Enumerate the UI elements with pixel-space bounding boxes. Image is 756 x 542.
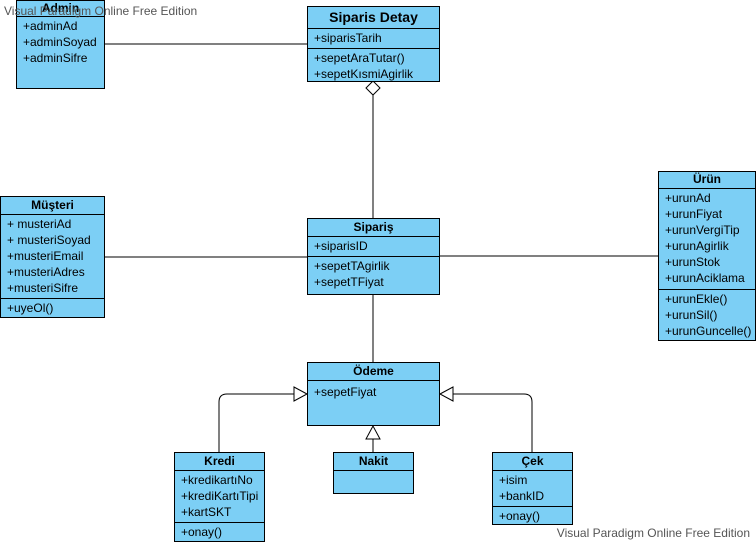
class-cek-methods: +onay() [493, 506, 572, 524]
class-urun-attributes: +urunAd +urunFiyat +urunVergiTip +urunAg… [659, 189, 755, 289]
inheritance-arrowhead-kredi [293, 386, 309, 402]
class-nakit[interactable]: Nakit [333, 452, 414, 494]
attribute: +siparisID [314, 239, 368, 253]
attribute: + musteriSoyad [7, 233, 91, 247]
attribute: +krediKartıTipi [181, 489, 259, 503]
class-cek[interactable]: Çek +isim +bankID +onay() [492, 452, 573, 525]
class-odeme-attributes: +sepetFiyat [308, 381, 439, 400]
class-admin-name: Admin [17, 1, 104, 17]
method: +sepetTAgirlik [314, 259, 390, 273]
attribute: +adminSifre [23, 51, 88, 65]
class-siparis-detay-attributes: +siparisTarih [308, 29, 439, 48]
class-musteri-name: Müşteri [1, 197, 104, 215]
attribute: +kartSKT [181, 505, 232, 519]
class-odeme-name: Ödeme [308, 363, 439, 381]
attribute: +kredikartıNo [181, 473, 253, 487]
attribute: + musteriAd [7, 217, 72, 231]
class-kredi-methods: +onay() [175, 522, 264, 540]
class-kredi-attributes: +kredikartıNo +krediKartıTipi +kartSKT [175, 471, 264, 522]
class-cek-name: Çek [493, 453, 572, 471]
class-admin[interactable]: Admin +adminAd +adminSoyad +adminSifre [16, 0, 105, 89]
inheritance-arrowhead-nakit [365, 424, 381, 440]
method: +onay() [181, 525, 223, 539]
attribute: +urunAgirlik [665, 239, 729, 253]
attribute: +bankID [499, 489, 545, 503]
class-kredi[interactable]: Kredi +kredikartıNo +krediKartıTipi +kar… [174, 452, 265, 542]
class-siparis-detay[interactable]: Siparis Detay +siparisTarih +sepetAraTut… [307, 6, 440, 82]
class-nakit-name: Nakit [334, 453, 413, 471]
class-admin-attributes: +adminAd +adminSoyad +adminSifre [17, 17, 104, 66]
class-siparis-name: Sipariş [308, 219, 439, 237]
class-kredi-name: Kredi [175, 453, 264, 471]
generalization-kredi-odeme [218, 393, 294, 452]
class-siparis[interactable]: Sipariş +siparisID +sepetTAgirlik +sepet… [307, 218, 440, 295]
attribute: +urunAd [665, 191, 711, 205]
class-musteri[interactable]: Müşteri + musteriAd + musteriSoyad +must… [0, 196, 105, 318]
class-urun-name: Ürün [659, 172, 755, 189]
class-siparis-detay-methods: +sepetAraTutar() +sepetKısmiAgirlik [308, 48, 439, 82]
class-urun-methods: +urunEkle() +urunSil() +urunGuncelle() [659, 289, 755, 339]
class-siparis-attributes: +siparisID [308, 237, 439, 256]
inheritance-arrowhead-cek [438, 386, 454, 402]
method: +urunGuncelle() [665, 324, 752, 338]
attribute: +urunStok [665, 255, 721, 269]
attribute: +sepetFiyat [314, 385, 377, 399]
class-odeme[interactable]: Ödeme +sepetFiyat [307, 362, 440, 426]
method: +urunSil() [665, 308, 718, 322]
attribute: +adminSoyad [23, 35, 97, 49]
class-musteri-attributes: + musteriAd + musteriSoyad +musteriEmail… [1, 215, 104, 298]
watermark-bottom: Visual Paradigm Online Free Edition [556, 526, 750, 540]
class-cek-attributes: +isim +bankID [493, 471, 572, 506]
attribute: +urunFiyat [665, 207, 723, 221]
generalization-cek-odeme [453, 393, 533, 452]
attribute: +adminAd [23, 19, 78, 33]
attribute: +siparisTarih [314, 31, 382, 45]
attribute: +musteriSifre [7, 281, 79, 295]
attribute: +isim [499, 473, 528, 487]
attribute: +musteriEmail [7, 249, 84, 263]
method: +urunEkle() [665, 292, 728, 306]
class-urun[interactable]: Ürün +urunAd +urunFiyat +urunVergiTip +u… [658, 171, 756, 341]
method: +sepetKısmiAgirlik [314, 67, 414, 81]
class-siparis-methods: +sepetTAgirlik +sepetTFiyat [308, 256, 439, 290]
attribute: +musteriAdres [7, 265, 85, 279]
watermark-top: Visual Paradigm Online Free Edition [4, 4, 198, 18]
attribute: +urunVergiTip [665, 223, 740, 237]
method: +onay() [499, 509, 541, 523]
attribute: +urunAciklama [665, 271, 745, 285]
class-musteri-methods: +uyeOl() [1, 298, 104, 316]
method: +sepetTFiyat [314, 275, 384, 289]
aggregation-diamond [365, 80, 381, 96]
method: +sepetAraTutar() [314, 51, 405, 65]
method: +uyeOl() [7, 301, 54, 315]
class-siparis-detay-name: Siparis Detay [308, 7, 439, 29]
